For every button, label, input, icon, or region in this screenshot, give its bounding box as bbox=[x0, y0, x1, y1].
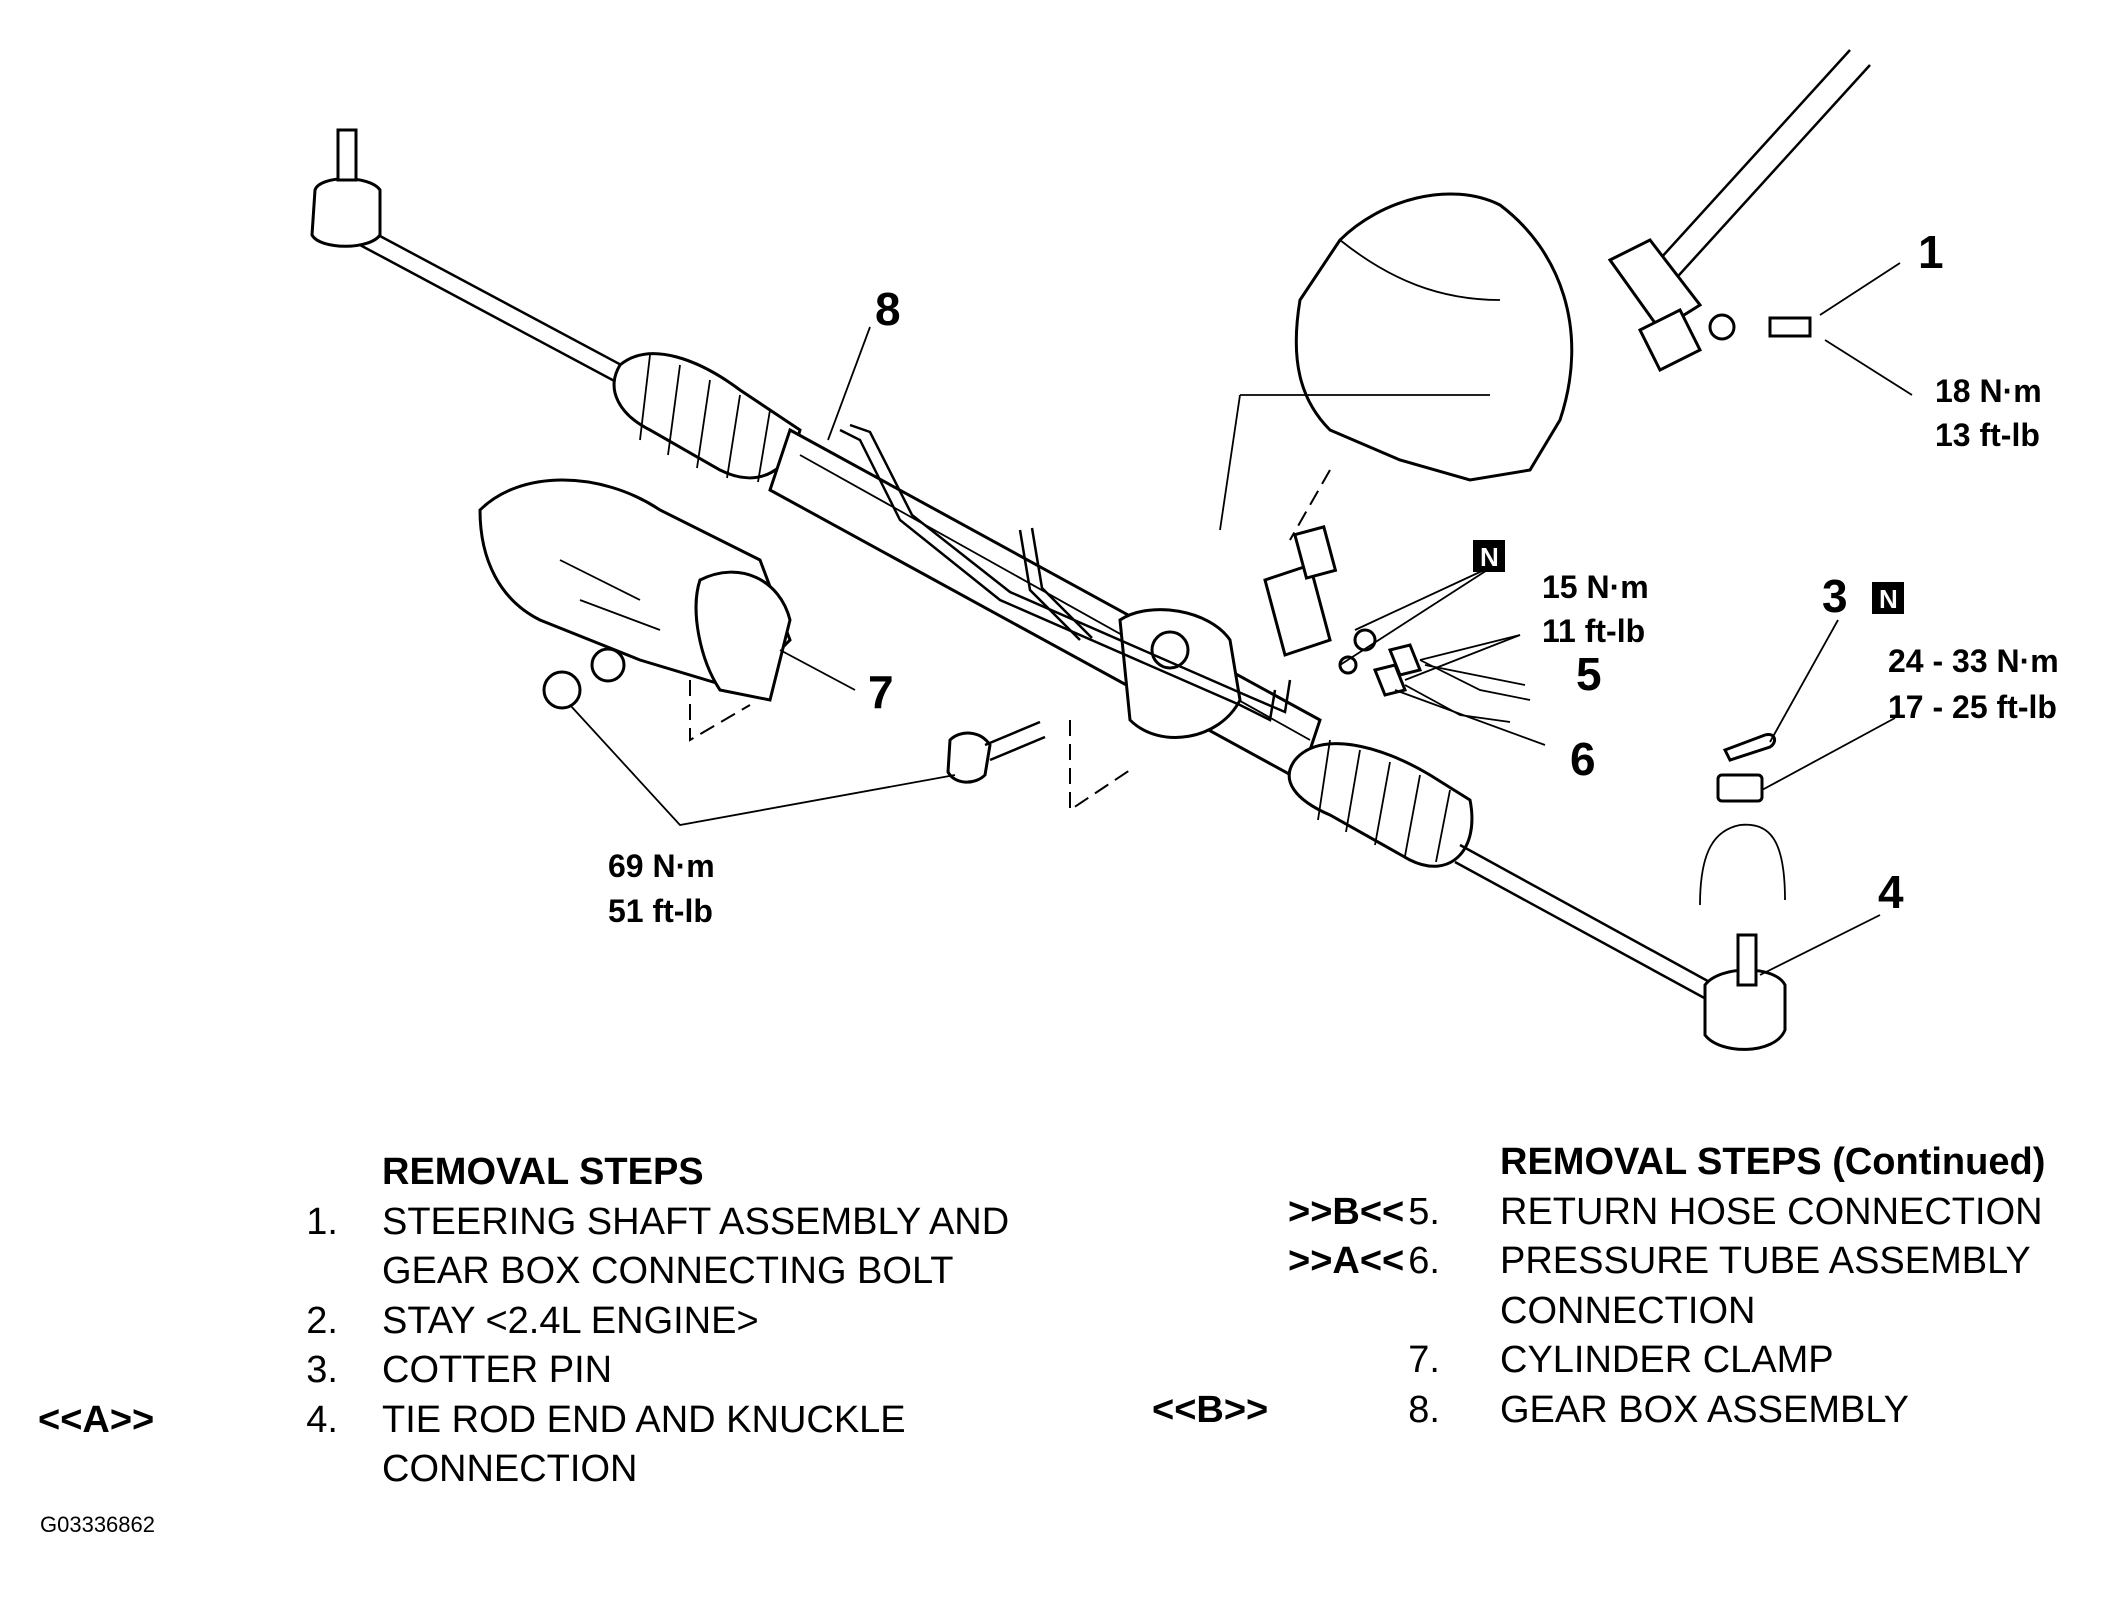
step-row: 1. STEERING SHAFT ASSEMBLY AND bbox=[0, 1198, 1150, 1248]
step-row-continued: CONNECTION bbox=[0, 1445, 1150, 1495]
step-text: TIE ROD END AND KNUCKLE bbox=[382, 1398, 906, 1441]
callout-8: 8 bbox=[875, 283, 901, 335]
step-text: CONNECTION bbox=[1500, 1289, 1756, 1332]
dust-cover bbox=[1294, 192, 1574, 482]
removal-steps-right: REMOVAL STEPS (Continued) >>B<< 5. RETUR… bbox=[1140, 1138, 2124, 1458]
step-row: 7. CYLINDER CLAMP bbox=[1140, 1336, 2124, 1386]
step-text: STAY <2.4L ENGINE> bbox=[382, 1299, 759, 1342]
cylinder-clamp bbox=[694, 570, 792, 702]
step-row: 2. STAY <2.4L ENGINE> bbox=[0, 1297, 1150, 1347]
leader-n-top bbox=[1354, 564, 1496, 631]
removal-steps-heading: REMOVAL STEPS bbox=[0, 1148, 1150, 1198]
nut bbox=[1708, 313, 1736, 341]
removal-steps-left: REMOVAL STEPS 1. STEERING SHAFT ASSEMBLY… bbox=[0, 1148, 1150, 1508]
torque-69-nm: 69 N·m bbox=[608, 848, 715, 884]
step-text: GEAR BOX CONNECTING BOLT bbox=[382, 1250, 954, 1292]
torque-18-nm: 18 N·m bbox=[1935, 373, 2042, 409]
step-text: STEERING SHAFT ASSEMBLY AND bbox=[382, 1200, 1010, 1243]
callout-6: 6 bbox=[1570, 733, 1596, 785]
connecting-bolt bbox=[1768, 316, 1812, 338]
callout-7: 7 bbox=[868, 666, 894, 718]
leader-7 bbox=[779, 649, 856, 691]
new-part-symbol: N bbox=[1473, 540, 1505, 572]
new-part-letter: N bbox=[1879, 584, 1898, 614]
leader-torque-18 bbox=[1824, 339, 1913, 396]
torque-13-ftlb: 13 ft-lb bbox=[1935, 417, 2040, 453]
step-number: 1. bbox=[306, 1200, 338, 1243]
callout-5: 5 bbox=[1576, 648, 1602, 700]
knuckle bbox=[1699, 823, 1786, 906]
leader-24nm bbox=[1761, 717, 1896, 791]
heading-text: REMOVAL STEPS bbox=[382, 1151, 704, 1193]
right-tie-rod-end bbox=[1703, 933, 1787, 1051]
step-number: 8. bbox=[1408, 1388, 1440, 1431]
torque-51-ftlb: 51 ft-lb bbox=[608, 893, 713, 929]
leader-n-bottom bbox=[1339, 564, 1496, 666]
callout-4: 4 bbox=[1878, 866, 1904, 918]
torque-24-33-nm: 24 - 33 N·m bbox=[1888, 643, 2059, 679]
left-tie-rod-end bbox=[310, 128, 382, 248]
leader-3 bbox=[1769, 619, 1839, 743]
torque-17-25-ftlb: 17 - 25 ft-lb bbox=[1888, 689, 2057, 725]
cotter-pin bbox=[1722, 732, 1777, 762]
steering-shaft-assembly bbox=[1607, 49, 1871, 373]
pinion bbox=[1263, 525, 1338, 657]
step-number: 7. bbox=[1408, 1339, 1440, 1381]
leader-8 bbox=[827, 326, 871, 441]
step-row: <<B>> 8. GEAR BOX ASSEMBLY bbox=[1140, 1386, 2124, 1436]
step-number: 6. bbox=[1408, 1240, 1440, 1282]
removal-steps-heading: REMOVAL STEPS (Continued) bbox=[1140, 1138, 2124, 1188]
step-number: 5. bbox=[1408, 1190, 1440, 1233]
step-number: 4. bbox=[306, 1398, 338, 1441]
leader-15nm-b bbox=[1404, 634, 1521, 681]
step-row: >>A<< 6. PRESSURE TUBE ASSEMBLY bbox=[1140, 1237, 2124, 1287]
leader-15nm bbox=[1419, 634, 1521, 661]
torque-15-nm: 15 N·m bbox=[1542, 569, 1649, 605]
step-text: RETURN HOSE CONNECTION bbox=[1500, 1190, 2043, 1233]
step-row: 3. COTTER PIN bbox=[0, 1346, 1150, 1396]
step-row-continued: GEAR BOX CONNECTING BOLT bbox=[0, 1247, 1150, 1297]
torque-11-ftlb: 11 ft-lb bbox=[1542, 613, 1645, 649]
service-point-mark: >>B<< bbox=[1288, 1190, 1405, 1233]
callout-3: 3 bbox=[1822, 570, 1848, 622]
step-text: PRESSURE TUBE ASSEMBLY bbox=[1500, 1240, 2031, 1282]
leader-shaft-b bbox=[1219, 394, 1241, 531]
castle-nut bbox=[1716, 773, 1764, 803]
left-boot bbox=[612, 352, 802, 483]
step-number: 3. bbox=[306, 1349, 338, 1391]
service-point-mark: <<B>> bbox=[1152, 1388, 1269, 1431]
service-point-mark: >>A<< bbox=[1288, 1240, 1405, 1282]
step-text: COTTER PIN bbox=[382, 1349, 613, 1391]
step-text: CONNECTION bbox=[382, 1448, 638, 1490]
new-part-symbol: N bbox=[1872, 582, 1904, 614]
leader-4 bbox=[1759, 914, 1881, 976]
heading-text: REMOVAL STEPS (Continued) bbox=[1500, 1141, 2046, 1183]
step-text: GEAR BOX ASSEMBLY bbox=[1500, 1388, 1910, 1431]
clamp-bolt bbox=[946, 720, 1046, 784]
hose-fittings bbox=[1338, 628, 1531, 723]
step-row-continued: CONNECTION bbox=[1140, 1287, 2124, 1337]
right-boot bbox=[1287, 739, 1474, 868]
step-row: >>B<< 5. RETURN HOSE CONNECTION bbox=[1140, 1188, 2124, 1238]
leader-69nm bbox=[569, 704, 956, 826]
step-text: CYLINDER CLAMP bbox=[1500, 1339, 1834, 1381]
step-number: 2. bbox=[306, 1299, 338, 1342]
figure-id: G03336862 bbox=[40, 1512, 155, 1537]
gear-box-assembly bbox=[359, 226, 1716, 1002]
leader-1 bbox=[1819, 262, 1901, 316]
callout-1: 1 bbox=[1918, 226, 1944, 278]
new-part-letter: N bbox=[1480, 542, 1499, 572]
nut-large bbox=[542, 670, 582, 710]
step-row: <<A>> 4. TIE ROD END AND KNUCKLE bbox=[0, 1396, 1150, 1446]
leader-6 bbox=[1394, 689, 1546, 746]
collar bbox=[590, 647, 626, 683]
leader-5 bbox=[1424, 664, 1526, 686]
service-point-mark: <<A>> bbox=[38, 1398, 155, 1441]
